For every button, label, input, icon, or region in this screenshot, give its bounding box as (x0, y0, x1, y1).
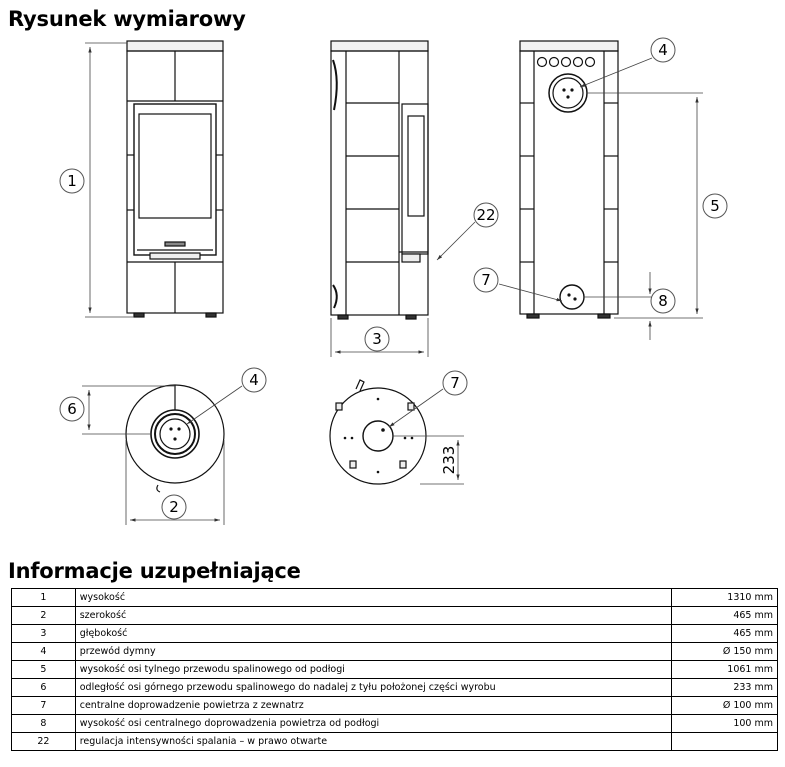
callout-4-rear: 4 (650, 37, 676, 63)
callout-3: 3 (364, 326, 390, 352)
svg-text:7: 7 (450, 374, 460, 392)
table-cell-num: 8 (11, 714, 76, 733)
svg-text:4: 4 (658, 41, 668, 59)
page-title: Rysunek wymiarowy (8, 7, 246, 31)
top-view-markers (169, 427, 181, 441)
table-cell-desc: szerokość (74, 606, 672, 625)
dimension-drawing: 1 3 22 4 5 7 8 6 4 2 7 233 (59, 37, 728, 525)
svg-text:6: 6 (67, 400, 77, 418)
leader-4-top (186, 385, 243, 425)
leader-7-bottom (388, 388, 444, 428)
bottom-view-markers (343, 397, 414, 474)
dimension-1-line (85, 42, 134, 318)
table-cell-desc: centralne doprowadzenie powietrza z zewn… (74, 696, 672, 715)
callout-2: 2 (161, 494, 187, 520)
svg-text:8: 8 (658, 292, 668, 310)
table-cell-value: 465 mm (670, 606, 779, 625)
svg-text:4: 4 (249, 371, 259, 389)
dimension-233-line (393, 435, 464, 485)
table-cell-value: Ø 100 mm (670, 696, 779, 715)
leader-22 (436, 221, 476, 261)
table-cell-value: 1061 mm (670, 660, 779, 679)
callout-7-bottom: 7 (442, 370, 468, 396)
table-cell-desc: wysokość osi tylnego przewodu spalinoweg… (74, 660, 672, 679)
table-cell-value: 465 mm (670, 624, 779, 643)
dimension-233-label: 233 (440, 446, 458, 475)
table-cell-value: 233 mm (670, 678, 779, 697)
table-cell-value: Ø 150 mm (670, 642, 779, 661)
callout-6: 6 (59, 396, 85, 422)
table-cell-num: 3 (11, 624, 76, 643)
bottom-view (329, 379, 427, 485)
section-title: Informacje uzupełniające (8, 559, 301, 583)
callout-8: 8 (650, 288, 676, 314)
svg-text:1: 1 (67, 172, 77, 190)
table-cell-desc: głębokość (74, 624, 672, 643)
callout-1: 1 (59, 168, 85, 194)
table-cell-value: 1310 mm (670, 588, 779, 607)
callout-22: 22 (473, 202, 499, 228)
leader-4-rear (579, 57, 653, 88)
table-cell-value (670, 732, 779, 751)
dimension-5-line (588, 92, 703, 319)
svg-text:5: 5 (710, 197, 720, 215)
table-cell-desc: wysokość (74, 588, 672, 607)
svg-text:2: 2 (169, 498, 179, 516)
svg-text:3: 3 (372, 330, 382, 348)
table-cell-num: 5 (11, 660, 76, 679)
callout-7-rear: 7 (473, 267, 499, 293)
side-view (330, 40, 429, 320)
table-cell-num: 7 (11, 696, 76, 715)
dimension-8-line (584, 272, 655, 340)
table-cell-num: 6 (11, 678, 76, 697)
svg-text:7: 7 (481, 271, 491, 289)
table-cell-desc: regulacja intensywności spalania – w pra… (74, 732, 672, 751)
table-cell-desc: odległość osi górnego przewodu spalinowe… (74, 678, 672, 697)
callout-4-top: 4 (241, 367, 267, 393)
rear-view (519, 40, 619, 319)
table-cell-num: 4 (11, 642, 76, 661)
dimension-6-line (82, 385, 175, 435)
svg-text:22: 22 (476, 206, 495, 224)
svg-text:233: 233 (440, 446, 458, 475)
table-cell-num: 22 (11, 732, 76, 751)
table-cell-num: 1 (11, 588, 76, 607)
table-cell-desc: przewód dymny (74, 642, 672, 661)
table-cell-num: 2 (11, 606, 76, 625)
table-cell-value: 100 mm (670, 714, 779, 733)
leader-7-rear (498, 283, 563, 302)
front-view (126, 40, 224, 318)
table-cell-desc: wysokość osi centralnego doprowadzenia p… (74, 714, 672, 733)
callout-5: 5 (702, 193, 728, 219)
rear-view-markers (562, 88, 577, 301)
dimension-3-line (330, 318, 429, 357)
dimension-2-line (125, 440, 225, 525)
